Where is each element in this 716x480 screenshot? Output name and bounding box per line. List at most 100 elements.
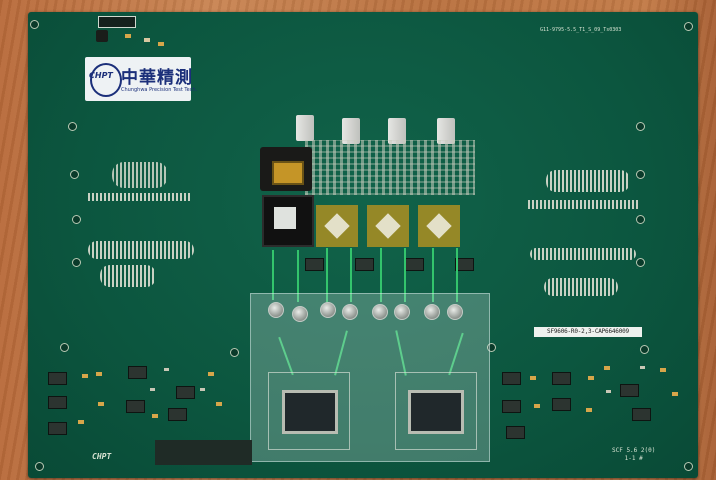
capacitor xyxy=(144,38,150,42)
connector-footprint-j8 xyxy=(546,170,630,192)
mounting-hole xyxy=(636,258,645,267)
qfp-chip xyxy=(408,390,464,434)
bottom-right-label: SCF 5.6 2(0) 1-1 # xyxy=(612,447,655,463)
ic-chip xyxy=(455,258,474,271)
dark-label-area xyxy=(155,440,252,465)
bottom-right-label-line-1: SCF 5.6 2(0) xyxy=(612,447,656,454)
mounting-hole xyxy=(487,343,496,352)
capacitor xyxy=(604,366,610,370)
power-regulator xyxy=(552,372,571,385)
power-regulator xyxy=(48,422,67,435)
capacitor xyxy=(660,368,666,372)
bottom-right-label-line-2: 1-1 # xyxy=(624,455,643,462)
capacitor xyxy=(672,392,678,396)
chip-outline xyxy=(395,372,477,450)
power-regulator xyxy=(632,408,651,421)
capacitor xyxy=(98,402,104,406)
connector-footprint xyxy=(544,278,618,296)
pcb-trace xyxy=(326,248,328,302)
ic-chip xyxy=(305,258,324,271)
pcb-trace xyxy=(272,250,274,300)
pcb-trace xyxy=(404,248,406,302)
smd-resistor xyxy=(164,368,169,371)
logo-mark: CHPT xyxy=(89,71,113,80)
mounting-hole xyxy=(72,258,81,267)
mounting-hole xyxy=(30,20,39,29)
test-point-screw xyxy=(424,304,440,320)
power-regulator xyxy=(506,426,525,439)
smd-component-cluster xyxy=(305,140,475,195)
connector-footprint xyxy=(100,265,156,287)
power-regulator xyxy=(502,372,521,385)
power-regulator xyxy=(126,400,145,413)
mounting-hole xyxy=(636,122,645,131)
logo-chinese-text: 中華精測 xyxy=(121,68,193,88)
pin-header-row xyxy=(528,200,638,209)
mounting-hole xyxy=(70,170,79,179)
power-regulator xyxy=(128,366,147,379)
capacitor xyxy=(216,402,222,406)
mounting-hole xyxy=(684,462,693,471)
pcb-trace xyxy=(456,248,458,302)
socket-base xyxy=(262,195,314,247)
capacitor xyxy=(586,408,592,412)
mounting-hole xyxy=(72,215,81,224)
connector-footprint-j1 xyxy=(112,162,168,188)
power-regulator xyxy=(48,372,67,385)
smd-resistor xyxy=(606,390,611,393)
smd-resistor xyxy=(150,388,155,391)
bottom-logo: CHPT xyxy=(92,452,112,461)
logo-oval-icon xyxy=(90,63,122,97)
connector-footprint-j4 xyxy=(88,241,194,259)
connector-footprint-j3 xyxy=(530,248,636,260)
logo-english-text: Chunghwa Precision Test Tech. xyxy=(121,87,198,93)
power-regulator xyxy=(620,384,639,397)
smd-resistor xyxy=(200,388,205,391)
capacitor xyxy=(530,376,536,380)
relay xyxy=(388,118,406,144)
top-edge-code: G11-9795-5.5_T1_S_09_Ts0303 xyxy=(540,27,622,33)
capacitor xyxy=(152,414,158,418)
capacitor xyxy=(78,420,84,424)
mounting-hole xyxy=(35,462,44,471)
chip-outline xyxy=(268,372,350,450)
relay xyxy=(296,115,314,141)
socket-window xyxy=(272,161,304,185)
power-regulator xyxy=(168,408,187,421)
mounting-hole xyxy=(636,170,645,179)
capacitor xyxy=(125,34,131,38)
relay xyxy=(342,118,360,144)
mounting-hole xyxy=(68,122,77,131)
capacitor xyxy=(534,404,540,408)
capacitor xyxy=(96,372,102,376)
pcb-trace xyxy=(297,250,299,302)
smd-resistor xyxy=(640,366,645,369)
pcb-trace xyxy=(432,248,434,302)
test-point-screw xyxy=(268,302,284,318)
power-regulator xyxy=(502,400,521,413)
test-point-screw xyxy=(394,304,410,320)
capacitor xyxy=(158,42,164,46)
qfp-chip xyxy=(282,390,338,434)
inductor xyxy=(96,30,108,42)
test-point-screw xyxy=(372,304,388,320)
mounting-hole xyxy=(640,345,649,354)
mounting-hole xyxy=(230,348,239,357)
mounting-hole xyxy=(684,22,693,31)
ic-chip xyxy=(98,16,136,28)
power-regulator xyxy=(176,386,195,399)
ic-chip xyxy=(405,258,424,271)
part-number-label: SF9606-R0-2,3-CAP6646009 xyxy=(534,327,642,337)
power-regulator xyxy=(48,396,67,409)
capacitor xyxy=(208,372,214,376)
mounting-hole xyxy=(60,343,69,352)
test-point-screw xyxy=(342,304,358,320)
power-regulator xyxy=(552,398,571,411)
relay xyxy=(437,118,455,144)
pin-header-row xyxy=(88,193,192,201)
test-point-screw xyxy=(447,304,463,320)
test-socket xyxy=(258,139,314,247)
mounting-hole xyxy=(636,215,645,224)
company-logo-sticker: CHPT 中華精測 Chunghwa Precision Test Tech. xyxy=(85,57,197,101)
